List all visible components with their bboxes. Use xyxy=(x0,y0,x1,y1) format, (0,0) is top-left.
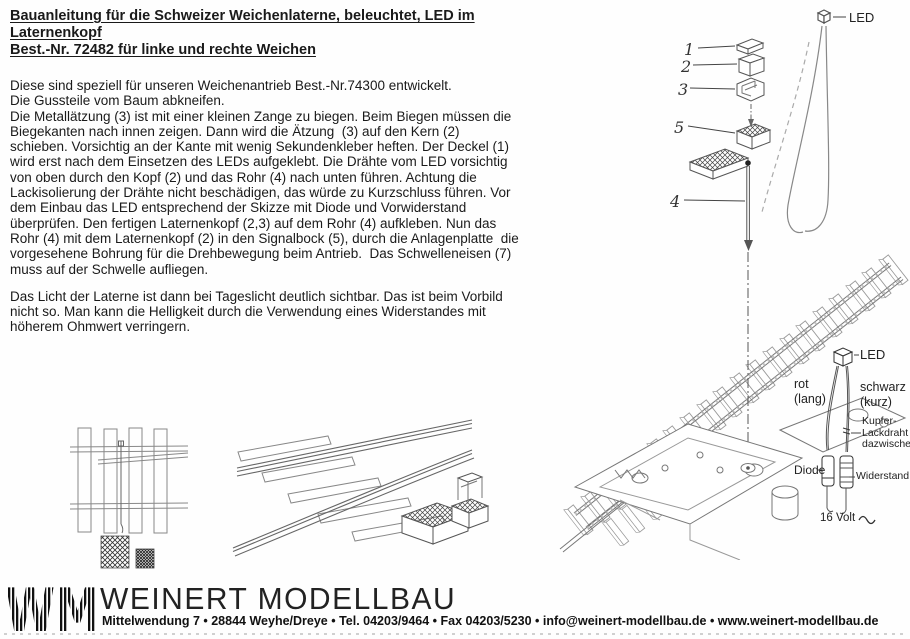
order-number-line: Best.-Nr. 72482 für linke und rechte Wei… xyxy=(10,42,316,58)
exploded-view-sketch xyxy=(683,38,772,251)
copper-wire-note: Kupfer- Lackdraht dazwischen xyxy=(862,415,910,450)
rail-detail-sketch xyxy=(232,419,490,557)
company-name: WEINERT MODELLBAU xyxy=(100,582,457,617)
diode-label: Diode xyxy=(794,463,826,477)
part-number-4: 4 xyxy=(670,192,681,211)
red-wire-label: rot (lang) xyxy=(794,377,826,406)
body-paragraph-1: Diese sind speziell für unseren Weichena… xyxy=(10,78,519,277)
address-line: Mittelwendung 7 • 28844 Weyhe/Dreye • Te… xyxy=(102,614,879,628)
part-number-3: 3 xyxy=(678,80,689,99)
resistor-label: Widerstand xyxy=(856,470,910,482)
part-number-1: 1 xyxy=(684,40,695,59)
led-wire-sketch xyxy=(761,9,846,234)
part-number-2: 2 xyxy=(681,57,692,76)
scan-artifact-line xyxy=(4,633,906,635)
led-label-top: LED xyxy=(849,10,875,25)
track-topview-sketch xyxy=(69,427,189,569)
part-number-5: 5 xyxy=(674,118,685,137)
page-title: Bauanleitung für die Schweizer Weichenla… xyxy=(10,8,475,41)
ac-wave-icon xyxy=(858,515,876,525)
led-label-wiring: LED xyxy=(860,347,886,362)
voltage-label: 16 Volt xyxy=(820,512,856,524)
body-paragraph-2: Das Licht der Laterne ist dann bei Tages… xyxy=(10,288,503,335)
black-wire-label: schwarz (kurz) xyxy=(860,380,906,409)
document-header: Bauanleitung für die Schweizer Weichenla… xyxy=(10,8,610,59)
point-machine-sketch xyxy=(573,397,907,560)
instruction-text: Diese sind speziell für unseren Weichena… xyxy=(10,78,630,335)
wm-logo-text: WM xyxy=(8,580,98,638)
wm-logo: WM xyxy=(8,580,98,638)
wiring-diagram-sketch xyxy=(817,347,876,525)
assembly-diagram-sketch xyxy=(559,9,909,560)
